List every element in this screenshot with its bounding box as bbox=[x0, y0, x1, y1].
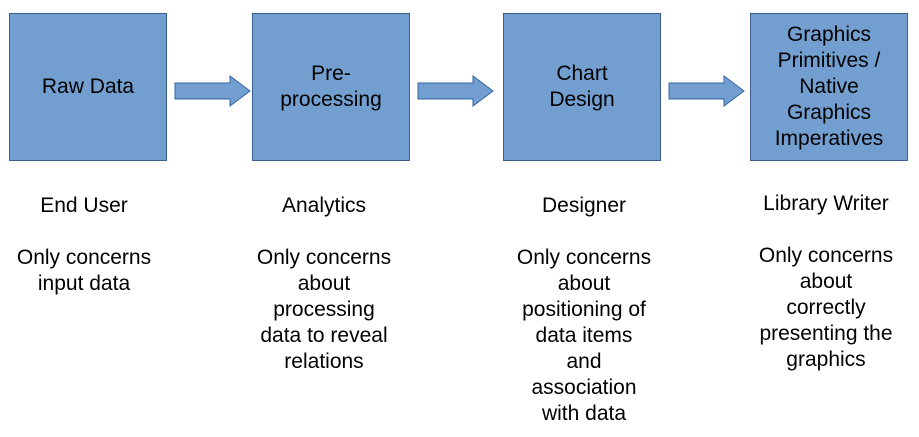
stage-box-raw-data: Raw Data bbox=[9, 13, 167, 161]
role-title: Designer bbox=[541, 194, 627, 217]
arrow-right-icon bbox=[417, 75, 494, 107]
role-column-library-writer: Library Writer Only concerns about corre… bbox=[742, 191, 910, 373]
stage-box-preprocessing: Pre- processing bbox=[252, 13, 410, 161]
role-column-analytics: Analytics Only concerns about processing… bbox=[240, 193, 408, 375]
arrow-right-icon bbox=[668, 75, 745, 107]
role-description: Only concerns about correctly presenting… bbox=[758, 244, 894, 371]
role-title: End User bbox=[40, 194, 128, 217]
role-column-designer: Designer Only concerns about positioning… bbox=[500, 193, 668, 427]
role-description: Only concerns about positioning of data … bbox=[516, 246, 652, 425]
role-description: Only concerns input data bbox=[16, 246, 152, 295]
arrow-right-icon bbox=[174, 75, 251, 107]
stage-box-chart-design: Chart Design bbox=[503, 13, 661, 161]
role-title: Analytics bbox=[281, 194, 367, 217]
stage-box-graphics-primitives: Graphics Primitives / Native Graphics Im… bbox=[750, 13, 908, 161]
role-title: Library Writer bbox=[763, 192, 889, 215]
role-column-end-user: End User Only concerns input data bbox=[0, 193, 168, 297]
role-description: Only concerns about processing data to r… bbox=[256, 246, 392, 373]
